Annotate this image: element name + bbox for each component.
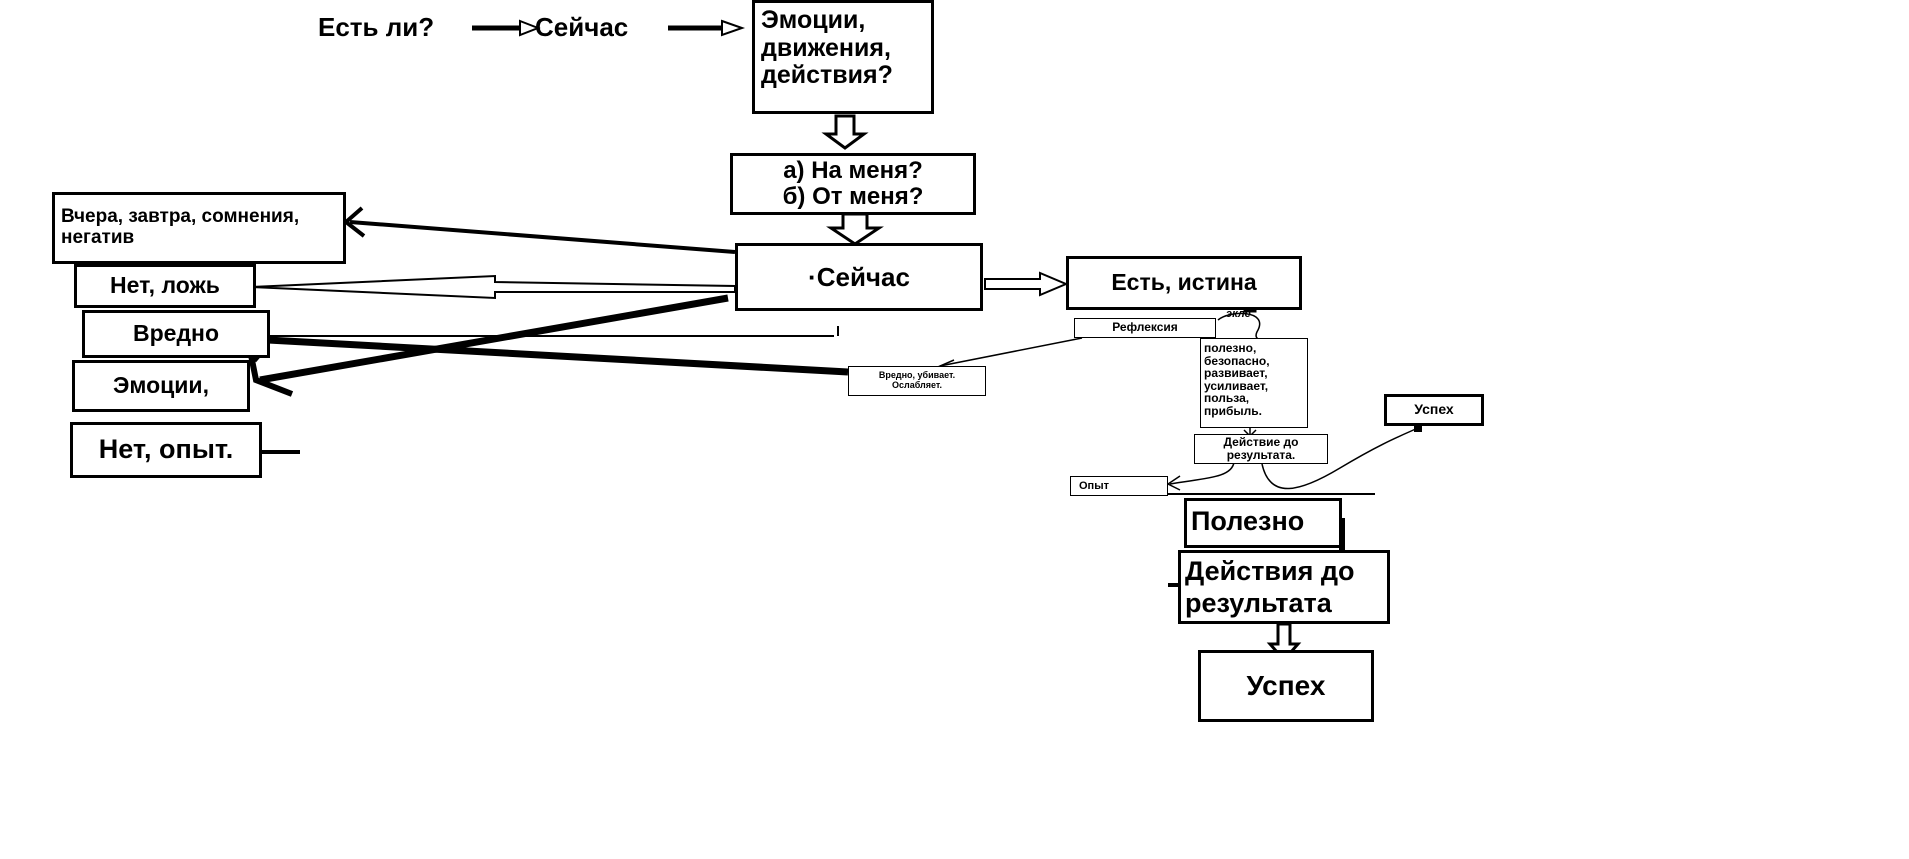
now-label-top: Сейчас — [535, 12, 629, 42]
emotions-movements-box: Эмоции, движения, действия? — [752, 0, 934, 114]
useful-box: Полезно — [1184, 498, 1342, 548]
arrow-to-yesterday — [349, 220, 736, 254]
no-experience-box: Нет, опыт. — [70, 422, 262, 478]
success-small-box: Успех — [1384, 394, 1484, 426]
direction-line-1: а) На меня? — [783, 156, 923, 184]
emotions-left-box: Эмоции, — [72, 360, 250, 412]
experience-small-box: Опыт — [1070, 476, 1168, 496]
actions-to-result-box: Действия до результата — [1178, 550, 1390, 624]
down-arrow-1 — [821, 114, 869, 150]
reflexia-box: Рефлексия — [1074, 318, 1216, 338]
down-arrow-2 — [826, 212, 884, 246]
harm-note-line-2: Ослабляет. — [891, 380, 943, 390]
harm-note-box: Вредно, убивает. Ослабляет. — [848, 366, 986, 396]
yesterday-doubts-box: Вчера, завтра, сомнения, негатив — [52, 192, 346, 264]
direction-box: а) На меня? б) От меня? — [730, 153, 976, 215]
arrow-to-no-lie — [251, 274, 736, 300]
direction-line-2: б) От меня? — [782, 183, 924, 210]
center-now-box: ·Сейчас — [735, 243, 983, 311]
arrow-harm-to-harmful — [231, 334, 849, 376]
action-small-box: Действие до результата. — [1194, 434, 1328, 464]
truth-box: Есть, истина — [1066, 256, 1302, 310]
arrow-to-emotions — [259, 294, 729, 384]
scribble-label: экле — [1226, 308, 1251, 320]
no-lie-box: Нет, ложь — [74, 264, 256, 308]
harm-note-line-1: Вредно, убивает. — [878, 370, 956, 381]
harmful-box: Вредно — [82, 310, 270, 358]
benefits-box: полезно, безопасно, развивает, усиливает… — [1200, 338, 1308, 428]
arrow-to-truth — [984, 271, 1069, 297]
question-label: Есть ли? — [318, 12, 435, 42]
arrow-reflexia-to-harm — [939, 337, 1083, 367]
success-box: Успех — [1198, 650, 1374, 722]
